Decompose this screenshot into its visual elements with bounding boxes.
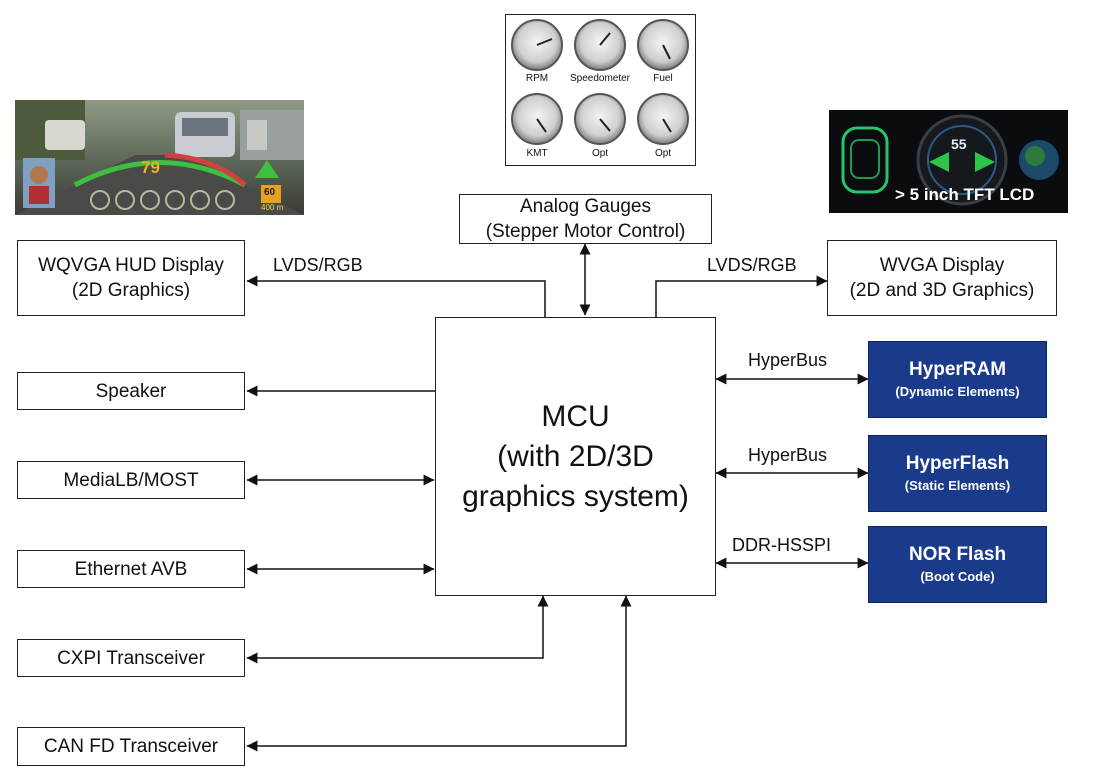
norflash-subtitle: (Boot Code) <box>920 568 995 584</box>
tft-lcd-photo: 55 > 5 inch TFT LCD <box>829 110 1068 213</box>
hyperram-subtitle: (Dynamic Elements) <box>895 383 1020 399</box>
canfd-link-line <box>246 595 632 752</box>
medialb-block: MediaLB/MOST <box>17 461 245 499</box>
norflash-title: NOR Flash <box>908 543 1007 565</box>
gauge-label-opt-1: Opt <box>591 148 609 159</box>
mcu-subtitle-1: (with 2D/3D <box>497 439 654 473</box>
hud-link-line <box>246 275 546 317</box>
hud-speed-sign: 60 <box>264 187 276 198</box>
wvga-display-subtitle: (2D and 3D Graphics) <box>849 280 1035 301</box>
hud-display-subtitle: (2D Graphics) <box>71 280 191 301</box>
hud-link-label: LVDS/RGB <box>273 255 363 275</box>
hyperflash-subtitle: (Static Elements) <box>904 477 1011 493</box>
gauge-label-opt-2: Opt <box>654 148 672 159</box>
hyperflash-block: HyperFlash (Static Elements) <box>868 435 1047 512</box>
tft-dashboard-illustration <box>841 114 1059 206</box>
gauge-label-kmt: KMT <box>526 148 548 159</box>
hyperflash-link-label: HyperBus <box>748 445 828 465</box>
hud-display-title: WQVGA HUD Display <box>38 255 224 276</box>
gauge-label-rpm: RPM <box>525 73 549 84</box>
mcu-subtitle-2: graphics system) <box>462 479 689 513</box>
speaker-block: Speaker <box>17 372 245 410</box>
speaker-label: Speaker <box>95 380 167 402</box>
hud-display-block: WQVGA HUD Display (2D Graphics) <box>17 240 245 316</box>
tft-speed-readout: 55 <box>951 136 967 152</box>
wvga-link-label: LVDS/RGB <box>707 255 797 275</box>
hyperram-title: HyperRAM <box>908 358 1007 380</box>
canfd-label: CAN FD Transceiver <box>43 736 219 757</box>
wvga-display-title: WVGA Display <box>879 255 1005 276</box>
cxpi-label: CXPI Transceiver <box>57 647 205 669</box>
hyperram-link-label: HyperBus <box>748 350 828 370</box>
ethernet-block: Ethernet AVB <box>17 550 245 588</box>
wvga-display-block: WVGA Display (2D and 3D Graphics) <box>827 240 1057 316</box>
norflash-link-label: DDR-HSSPI <box>732 535 832 555</box>
analog-gauges-block: Analog Gauges (Stepper Motor Control) <box>459 194 712 244</box>
hud-display-photo: 79 60 400 m <box>15 100 304 215</box>
analog-gauges-subtitle: (Stepper Motor Control) <box>485 221 686 242</box>
canfd-block: CAN FD Transceiver <box>17 727 245 766</box>
hud-speed-readout: 79 <box>141 158 160 177</box>
gauge-label-fuel: Fuel <box>653 73 673 84</box>
medialb-label: MediaLB/MOST <box>63 469 199 491</box>
hyperram-block: HyperRAM (Dynamic Elements) <box>868 341 1047 418</box>
gauge-label-speedometer: Speedometer <box>569 73 631 84</box>
mcu-title: MCU <box>541 399 610 433</box>
wvga-link-line <box>655 275 828 317</box>
hud-scene-illustration <box>15 100 304 215</box>
analog-gauge-panel: RPM Speedometer Fuel KMT Opt Opt <box>505 14 696 166</box>
hud-distance-readout: 400 m <box>261 203 284 212</box>
cxpi-link-line <box>246 595 549 664</box>
ethernet-label: Ethernet AVB <box>74 558 188 580</box>
mcu-block: MCU (with 2D/3D graphics system) <box>435 317 716 596</box>
gauge-dials <box>511 19 689 145</box>
norflash-block: NOR Flash (Boot Code) <box>868 526 1047 603</box>
analog-gauges-title: Analog Gauges <box>520 196 651 217</box>
tft-caption: > 5 inch TFT LCD <box>895 185 1035 204</box>
hyperflash-title: HyperFlash <box>905 452 1010 474</box>
cxpi-block: CXPI Transceiver <box>17 639 245 677</box>
